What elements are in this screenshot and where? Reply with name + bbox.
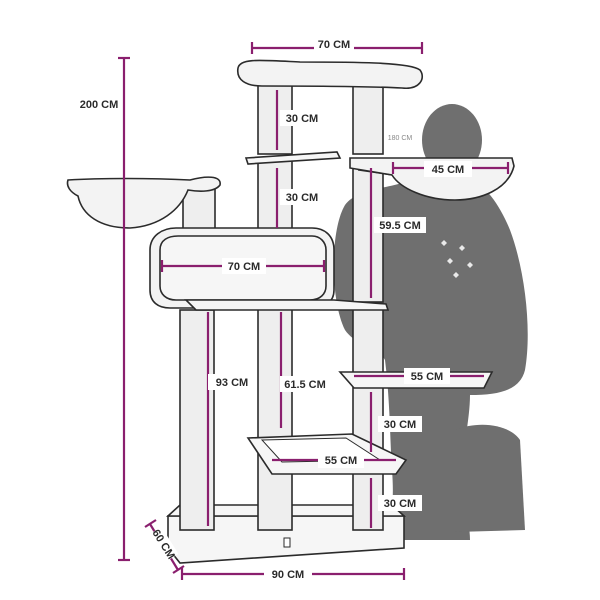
svg-text:55 CM: 55 CM <box>325 455 357 467</box>
svg-text:61.5 CM: 61.5 CM <box>284 379 326 391</box>
svg-text:70 CM: 70 CM <box>228 261 260 273</box>
svg-text:30 CM: 30 CM <box>384 419 416 431</box>
svg-text:30 CM: 30 CM <box>384 498 416 510</box>
hammock-left <box>66 176 221 229</box>
svg-text:200 CM: 200 CM <box>80 99 119 111</box>
label-lower-right-post: 30 CM <box>378 416 422 432</box>
label-top-width: 70 CM <box>314 36 354 52</box>
label-person-height: 180 CM <box>388 135 413 142</box>
svg-text:30 CM: 30 CM <box>286 192 318 204</box>
svg-text:59.5 CM: 59.5 CM <box>379 220 421 232</box>
svg-text:55 CM: 55 CM <box>411 371 443 383</box>
shirt-pattern <box>441 240 473 278</box>
label-bottom-post: 30 CM <box>378 495 422 511</box>
label-total-height: 200 CM <box>76 96 122 112</box>
label-basket-width: 45 CM <box>424 161 472 177</box>
label-left-post: 93 CM <box>208 374 256 390</box>
label-top-post-lower: 30 CM <box>280 189 324 205</box>
top-lounger <box>237 59 424 89</box>
dimension-labels: 200 CM 70 CM 30 CM 180 CM 45 CM 30 CM 59… <box>76 36 472 582</box>
svg-text:70 CM: 70 CM <box>318 39 350 51</box>
svg-text:180 CM: 180 CM <box>388 135 413 142</box>
label-right-post: 59.5 CM <box>374 217 426 233</box>
label-lower-platform-width: 55 CM <box>318 452 364 468</box>
label-top-post-upper: 30 CM <box>280 110 324 126</box>
svg-text:90 CM: 90 CM <box>272 569 304 581</box>
label-middle-post: 61.5 CM <box>280 376 330 392</box>
label-base-width: 90 CM <box>264 566 312 582</box>
center-lower-post <box>257 304 293 531</box>
right-top-post <box>352 83 384 155</box>
shelf-upper-left <box>244 151 342 165</box>
label-right-platform-width: 55 CM <box>404 368 450 384</box>
base-tag <box>283 537 291 548</box>
svg-text:30 CM: 30 CM <box>286 113 318 125</box>
label-cave-width: 70 CM <box>222 258 266 274</box>
svg-text:45 CM: 45 CM <box>432 164 464 176</box>
svg-text:93 CM: 93 CM <box>216 377 248 389</box>
